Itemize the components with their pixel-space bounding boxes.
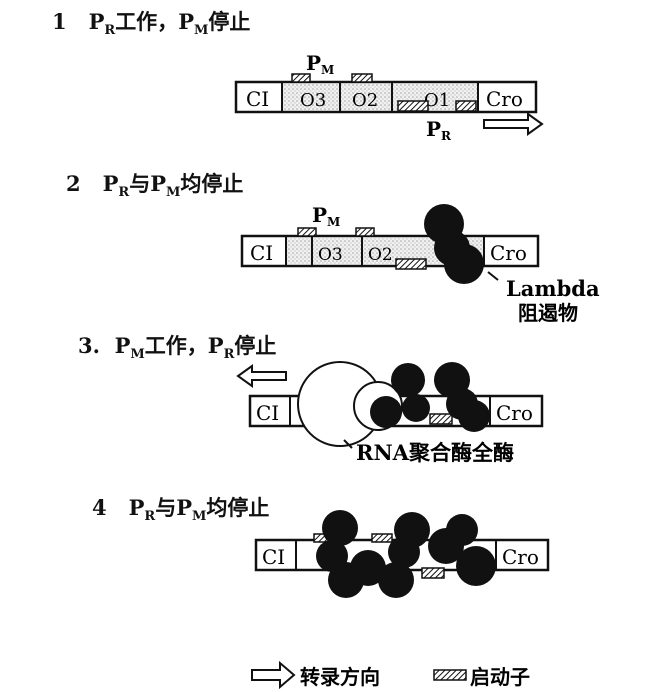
lambda-repressor-blob [456, 546, 496, 586]
lambda-repressor-blob [402, 394, 430, 422]
pm-label: PM [312, 203, 340, 229]
repressor-label: 阻遏物 [518, 301, 578, 325]
legend: 转录方向 启动子 [251, 660, 530, 690]
transcription-arrow-left [236, 364, 287, 388]
panel-3-number: 3. [78, 333, 100, 358]
panel-3-title: 3. PM工作，PR停止 [78, 333, 277, 363]
lambda-repressor-blob [322, 510, 358, 546]
operator-o1-label: O1 [424, 90, 450, 111]
panel-4-dna: CI Cro [254, 510, 550, 598]
pr-promoter [421, 567, 445, 579]
gene-cro-label: Cro [490, 241, 527, 265]
gene-cro-label: Cro [486, 87, 523, 111]
pm-promoter-right [351, 73, 373, 83]
gene-ci-label: CI [256, 401, 279, 425]
lambda-repressor-blob [446, 514, 478, 546]
panel-4-number: 4 [92, 495, 107, 520]
operator-o2-label: O2 [352, 90, 378, 111]
gene-cro-label: Cro [496, 401, 533, 425]
pr-label: PR [426, 117, 452, 143]
panel-1-strip [234, 80, 538, 114]
panel-2-title: 2 PR与PM均停止 [66, 171, 244, 201]
panel-2-strip [240, 234, 540, 268]
transcription-arrow-right [483, 112, 544, 136]
pr-promoter [429, 413, 453, 425]
repressor-pointer [487, 271, 499, 281]
panel-1-dna: CI O3 O2 O1 Cro PM PR [234, 51, 544, 143]
panel-1-operator-region [282, 84, 478, 110]
operator-o3-label: O3 [318, 245, 343, 265]
pr-promoter-2 [455, 100, 477, 112]
panel-1-number: 1 [52, 9, 67, 34]
panel-2-number: 2 [66, 171, 81, 196]
pm-promoter [297, 227, 317, 237]
pr-promoter [397, 100, 429, 112]
lambda-repressor-blob [350, 550, 386, 586]
gene-ci-label: CI [246, 87, 269, 111]
pm-promoter-right [355, 227, 375, 237]
lambda-repressor-blob [444, 244, 484, 284]
lambda-repressor-blob [388, 536, 420, 568]
legend-promoter-icon [433, 669, 467, 681]
legend-arrow-label: 转录方向 [300, 665, 380, 689]
legend-promoter-label: 启动子 [470, 665, 530, 689]
operator-o3-label: O3 [300, 90, 326, 111]
pr-promoter [395, 258, 427, 270]
legend-arrow-icon [251, 660, 296, 690]
gene-cro-label: Cro [502, 545, 539, 569]
panel-1-title: 1 PR工作，PM停止 [52, 9, 251, 39]
gene-ci-label: CI [250, 241, 273, 265]
operator-o2-label: O2 [368, 245, 393, 265]
polymerase-pointer [343, 439, 353, 449]
pm-label: PM [306, 51, 334, 77]
pm-promoter-right [371, 533, 393, 543]
lambda-repressor-blob [370, 396, 402, 428]
panel-3-dna: CI Cro RNA聚合酶全酶 [236, 361, 544, 465]
panel-4-title: 4 PR与PM均停止 [92, 495, 270, 525]
lambda-repressor-blob [391, 363, 425, 397]
rna-polymerase-label: RNA聚合酶全酶 [356, 440, 514, 465]
lambda-repressor-blob [458, 400, 490, 432]
panel-2-dna: CI O3 O2 Cro PM Lambda 阻遏物 [240, 203, 600, 325]
gene-ci-label: CI [262, 545, 285, 569]
lambda-repressor-blob [378, 562, 414, 598]
lambda-label: Lambda [506, 276, 600, 301]
pm-promoter-left [291, 73, 311, 83]
